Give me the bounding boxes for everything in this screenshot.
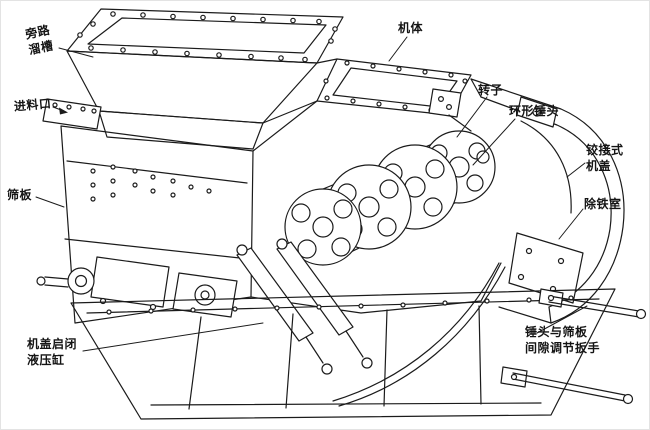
feed-inlet-flange: [42, 98, 102, 130]
label-iron-removal-chamber: 除铁室: [584, 197, 622, 211]
machine-body-top-opening: [252, 58, 472, 152]
cover-hydraulic-cylinder: [236, 238, 373, 375]
bypass-chute-flange: [66, 8, 344, 64]
bearing-pedestal: [36, 256, 238, 318]
base-frame: [70, 262, 616, 420]
rotor-assembly: [284, 130, 496, 266]
label-feed-inlet: 进料口: [13, 96, 52, 114]
label-ring-hammer: 环形锤头: [509, 104, 560, 118]
gap-adjust-wrench-rods: [500, 288, 647, 405]
bypass-chute-funnel: [66, 50, 338, 150]
label-cover-hydraulic-cylinder: 机盖启闭 液压缸: [27, 337, 78, 367]
iron-removal-chamber: [508, 232, 584, 304]
label-gap-adjust-wrench: 锤头与筛板 间隙调节扳手: [525, 325, 601, 355]
label-hinged-cover: 铰接式 机盖: [586, 143, 624, 173]
body-left-face: [60, 125, 502, 324]
label-rotor: 转子: [478, 83, 504, 97]
leader-lines: [35, 36, 588, 352]
label-machine-body: 机体: [398, 21, 424, 35]
label-screen-plate: 筛板: [7, 188, 33, 202]
